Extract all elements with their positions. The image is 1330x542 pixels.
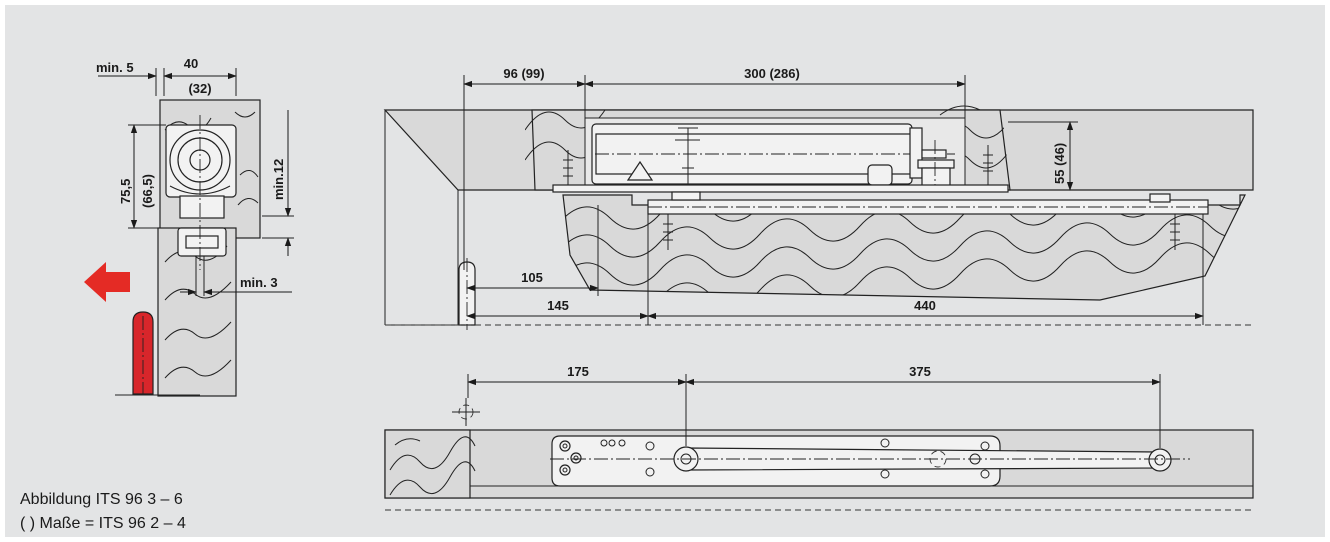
dim-175: 175 — [567, 364, 589, 379]
opening-direction-arrow — [84, 262, 130, 302]
caption-figure: Abbildung ITS 96 3 – 6 — [20, 491, 183, 508]
dim-32: (32) — [188, 81, 211, 96]
dim-105: 105 — [521, 270, 543, 285]
dim-300-286: 300 (286) — [744, 66, 800, 81]
dim-145: 145 — [547, 298, 569, 313]
dim-min5: min. 5 — [96, 60, 134, 75]
caption-dimensions-note: ( ) Maße = ITS 96 2 – 4 — [20, 515, 186, 532]
dim-66-5: (66,5) — [140, 174, 155, 208]
section-view: 96 (99) 300 (286) 55 (46) 105 145 440 — [383, 66, 1254, 330]
floor-stop-icon — [132, 311, 154, 395]
side-view: min. 5 40 (32) 75,5 (66,5) min.12 min. 3 — [84, 56, 294, 397]
dim-min12: min.12 — [271, 159, 286, 200]
dim-375: 375 — [909, 364, 931, 379]
dim-75-5: 75,5 — [118, 179, 133, 204]
dim-40: 40 — [184, 56, 198, 71]
mounting-plate — [552, 184, 1009, 193]
dim-55-46: 55 (46) — [1052, 143, 1067, 184]
dim-min3: min. 3 — [240, 275, 278, 290]
plan-view: 175 375 — [384, 364, 1254, 511]
dim-96-99: 96 (99) — [503, 66, 544, 81]
dim-440: 440 — [914, 298, 936, 313]
